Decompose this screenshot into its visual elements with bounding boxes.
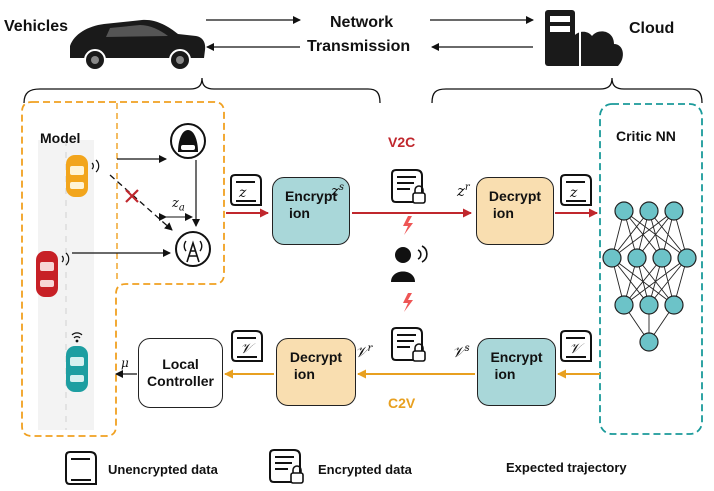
- v2c-label: V2C: [388, 134, 416, 150]
- legend-unencrypted-label: Unencrypted data: [108, 462, 218, 477]
- car-icon: [70, 19, 206, 71]
- cloud-label: Cloud: [629, 20, 675, 37]
- unencrypted-doc-icon-right-bottom: [560, 330, 592, 362]
- right-brace: [431, 77, 703, 104]
- legend-encrypted-icon: [269, 449, 304, 484]
- doc-v-left-letter: 𝒱: [240, 341, 252, 357]
- c2v-label: C2V: [388, 395, 416, 411]
- z-alpha-label: za: [172, 196, 185, 214]
- lightning-icon-bottom: [403, 293, 413, 312]
- orange-car-icon: [66, 155, 100, 197]
- encrypted-doc-icon-bottom: [391, 327, 426, 362]
- red-car-icon: [36, 251, 70, 297]
- vehicles-label: Vehicles: [4, 18, 69, 35]
- neural-network-icon: [602, 201, 697, 352]
- blocked-x-icon: [125, 189, 139, 203]
- z-s-symbol: zs: [331, 182, 345, 200]
- transmission-label: Transmission: [307, 38, 411, 55]
- model-panel-border: [21, 101, 225, 437]
- cloud-server-icon: [545, 10, 623, 66]
- legend-encrypted-label: Encrypted data: [318, 462, 412, 477]
- teal-car-icon: [66, 332, 88, 392]
- network-label: Network: [330, 14, 394, 31]
- encrypted-doc-icon-top: [391, 169, 426, 204]
- doc-z-left-letter: z: [239, 185, 247, 201]
- antenna-icon: [175, 231, 211, 267]
- unencrypted-doc-icon-left-bottom: [231, 330, 263, 362]
- left-brace: [23, 77, 381, 104]
- arrow-dashed-to-antenna: [109, 174, 173, 231]
- attacker-icon: [391, 245, 428, 282]
- unencrypted-doc-icon-right-top: [560, 174, 592, 206]
- doc-v-right-letter: 𝒱: [569, 341, 581, 357]
- unencrypted-doc-icon-left-top: [230, 174, 262, 206]
- v-r-symbol: 𝒱r: [355, 343, 373, 361]
- lightning-icon-top: [403, 216, 413, 235]
- model-title: Model: [40, 130, 81, 146]
- doc-z-right-letter: z: [570, 185, 578, 201]
- z-r-symbol: zr: [457, 182, 470, 200]
- driver-icon: [170, 123, 206, 159]
- mu-symbol: μ: [121, 356, 129, 370]
- legend-unencrypted-icon: [65, 451, 97, 485]
- legend-expected-label: Expected trajectory: [506, 460, 627, 475]
- critic-nn-title: Critic NN: [616, 128, 676, 144]
- critic-nn-panel-border: [599, 103, 703, 435]
- v-s-symbol: 𝒱s: [452, 343, 470, 361]
